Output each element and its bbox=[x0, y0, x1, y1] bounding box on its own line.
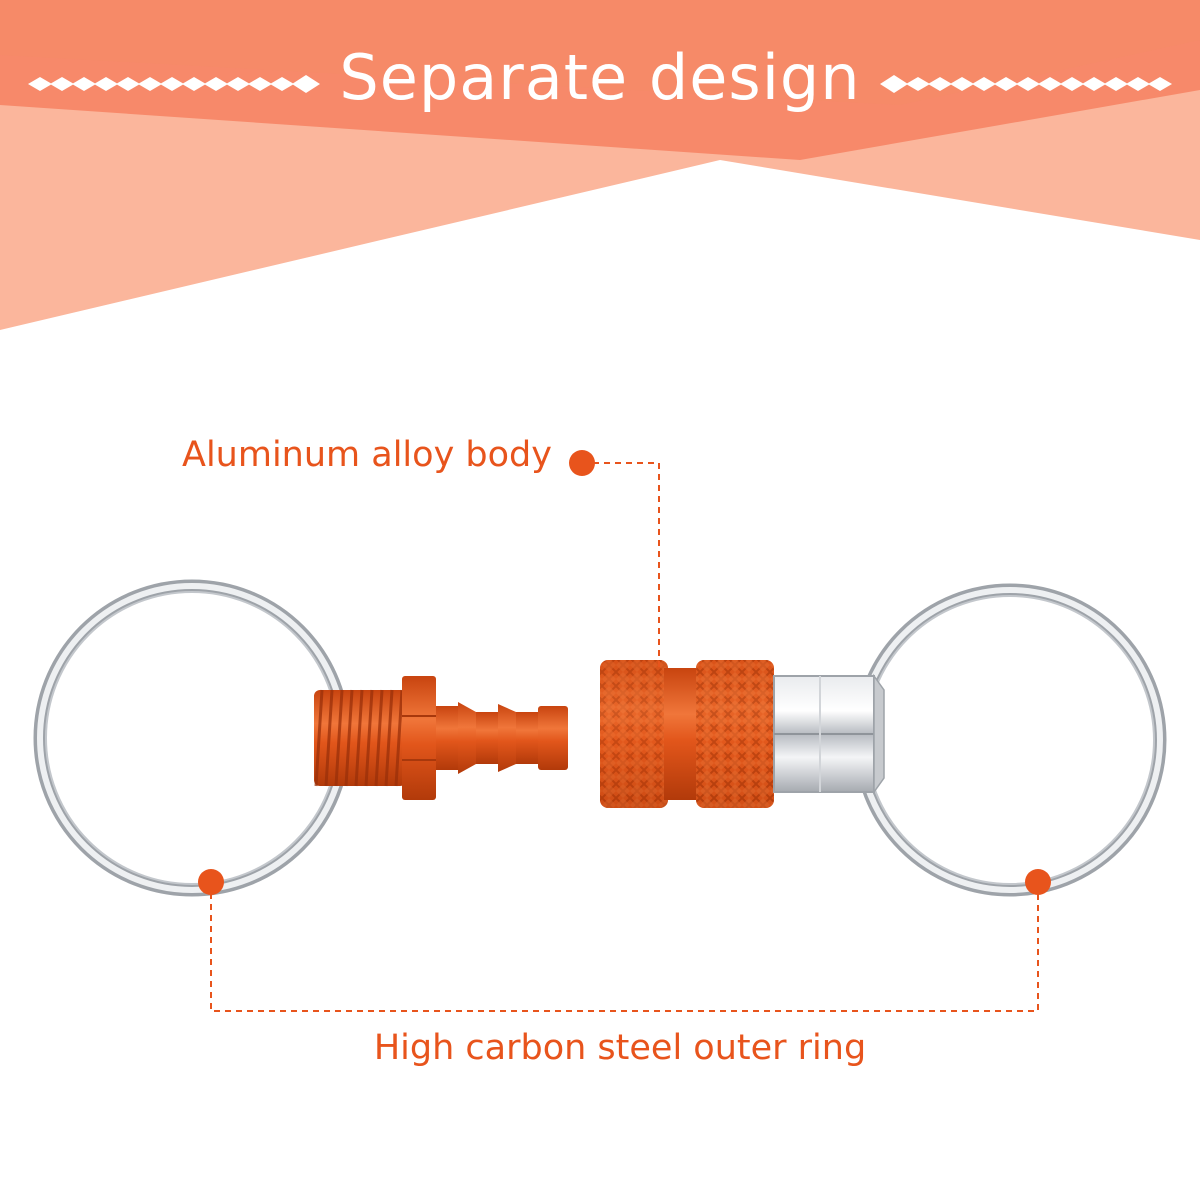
body-callout-connector bbox=[569, 450, 660, 668]
left-steel-ring bbox=[33, 579, 351, 897]
diamond-chain-right-icon bbox=[880, 75, 1172, 93]
right-steel-ring bbox=[853, 583, 1167, 897]
callout-dot-icon bbox=[1025, 869, 1051, 895]
diamond-chain-left-icon bbox=[28, 75, 320, 93]
ring-callout-connector bbox=[198, 869, 1051, 1012]
callout-dot-icon bbox=[198, 869, 224, 895]
callout-dot-icon bbox=[569, 450, 595, 476]
male-plug bbox=[314, 676, 568, 800]
page-title: Separate design bbox=[339, 41, 861, 114]
steel-ring-label: High carbon steel outer ring bbox=[373, 1028, 867, 1068]
female-socket bbox=[600, 660, 885, 808]
aluminum-body-label: Aluminum alloy body bbox=[182, 435, 552, 475]
